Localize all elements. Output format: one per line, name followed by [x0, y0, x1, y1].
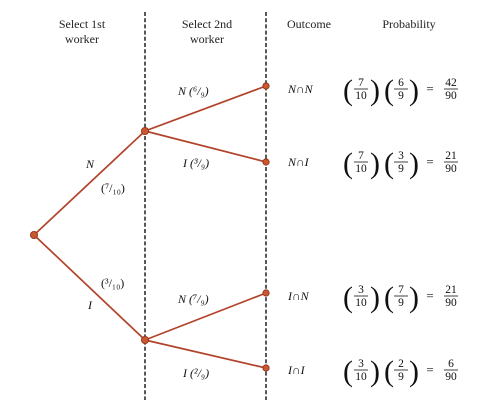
paren-close-1: )	[370, 281, 380, 314]
node-N	[140, 127, 149, 136]
paren-open-2: (	[384, 74, 394, 107]
second-stage-label-IN: N (⁷/₉)	[177, 292, 209, 306]
result-II-denominator: 90	[445, 371, 457, 383]
node-I	[140, 335, 149, 344]
equals-sign: =	[426, 288, 433, 303]
branch-NN	[144, 85, 267, 132]
leaf-node-NI	[262, 158, 270, 166]
factor2-IN: 79	[394, 284, 408, 309]
header-select-2nd-line1: Select 2nd	[182, 17, 232, 31]
factor2-NN-numerator: 6	[398, 77, 404, 89]
paren-open-1: (	[343, 355, 353, 388]
factor1-IN-numerator: 3	[358, 284, 364, 296]
result-IN-denominator: 90	[445, 297, 457, 309]
outcome-label-NN: N∩N	[287, 82, 314, 96]
paren-close-2: )	[409, 355, 419, 388]
factor1-NN-numerator: 7	[358, 77, 364, 89]
paren-open-1: (	[343, 147, 353, 180]
outcome-label-NI: N∩I	[287, 155, 310, 169]
leaf-node-II	[262, 364, 270, 372]
branch-first-I	[33, 234, 146, 341]
result-NI-numerator: 21	[445, 150, 457, 162]
first-stage-prob-I: (³/₁₀)	[101, 276, 124, 290]
header-select-1st: Select 1st worker	[59, 17, 106, 46]
result-IN-numerator: 21	[445, 284, 457, 296]
factor1-IN: 310	[354, 284, 368, 309]
leaf-node-NN	[262, 82, 270, 90]
paren-close-2: )	[409, 147, 419, 180]
paren-open-1: (	[343, 281, 353, 314]
factor2-IN-numerator: 7	[398, 284, 404, 296]
branch-first-N	[33, 130, 146, 236]
second-stage-label-II: I (²/₉)	[182, 366, 209, 380]
header-outcome: Outcome	[287, 17, 331, 31]
leaf-node-IN	[262, 289, 270, 297]
factor1-II-numerator: 3	[358, 358, 364, 370]
header-select-1st-line1: Select 1st	[59, 17, 106, 31]
factor2-II-denominator: 9	[398, 371, 404, 383]
factor2-IN-denominator: 9	[398, 297, 404, 309]
second-stage-label-NI: I (³/₉)	[182, 156, 209, 170]
branch-II	[144, 339, 267, 369]
branch-IN	[144, 292, 267, 341]
factor1-II-denominator: 10	[355, 371, 367, 383]
factor1-IN-denominator: 10	[355, 297, 367, 309]
equals-sign: =	[426, 154, 433, 169]
first-stage-event-I: I	[87, 298, 93, 312]
header-select-1st-line2: worker	[65, 32, 99, 46]
factor1-NI-denominator: 10	[355, 163, 367, 175]
paren-close-2: )	[409, 281, 419, 314]
paren-open-2: (	[384, 355, 394, 388]
factor2-NI-denominator: 9	[398, 163, 404, 175]
header-probability: Probability	[382, 17, 435, 31]
outcome-label-II: I∩I	[287, 363, 306, 377]
equals-sign: =	[426, 81, 433, 96]
paren-open-1: (	[343, 74, 353, 107]
header-select-2nd-line2: worker	[190, 32, 224, 46]
first-stage-event-N: N	[85, 157, 95, 171]
result-NN-denominator: 90	[445, 90, 457, 102]
paren-open-2: (	[384, 147, 394, 180]
equals-sign: =	[426, 362, 433, 377]
paren-close-2: )	[409, 74, 419, 107]
header-select-2nd: Select 2nd worker	[182, 17, 232, 46]
outcome-row-II: I∩I(310)(29)=690	[287, 355, 458, 388]
factor1-II: 310	[354, 358, 368, 383]
factor2-NN: 69	[394, 77, 408, 102]
branch-NI	[144, 130, 267, 163]
factor2-NN-denominator: 9	[398, 90, 404, 102]
paren-close-1: )	[370, 74, 380, 107]
result-NN-numerator: 42	[445, 77, 457, 89]
paren-open-2: (	[384, 281, 394, 314]
factor2-NI: 39	[394, 150, 408, 175]
result-II: 690	[444, 358, 458, 383]
second-stage-label-NN: N (⁶/₉)	[177, 84, 209, 98]
factor2-II: 29	[394, 358, 408, 383]
outcome-label-IN: I∩N	[287, 289, 310, 303]
root-node	[29, 230, 38, 239]
paren-close-1: )	[370, 147, 380, 180]
factor1-NN: 710	[354, 77, 368, 102]
first-stage-prob-N: (⁷/₁₀)	[101, 181, 125, 195]
factor2-II-numerator: 2	[398, 358, 404, 370]
factor1-NI-numerator: 7	[358, 150, 364, 162]
factor2-NI-numerator: 3	[398, 150, 404, 162]
result-II-numerator: 6	[448, 358, 454, 370]
factor1-NN-denominator: 10	[355, 90, 367, 102]
factor1-NI: 710	[354, 150, 368, 175]
result-NI-denominator: 90	[445, 163, 457, 175]
paren-close-1: )	[370, 355, 380, 388]
